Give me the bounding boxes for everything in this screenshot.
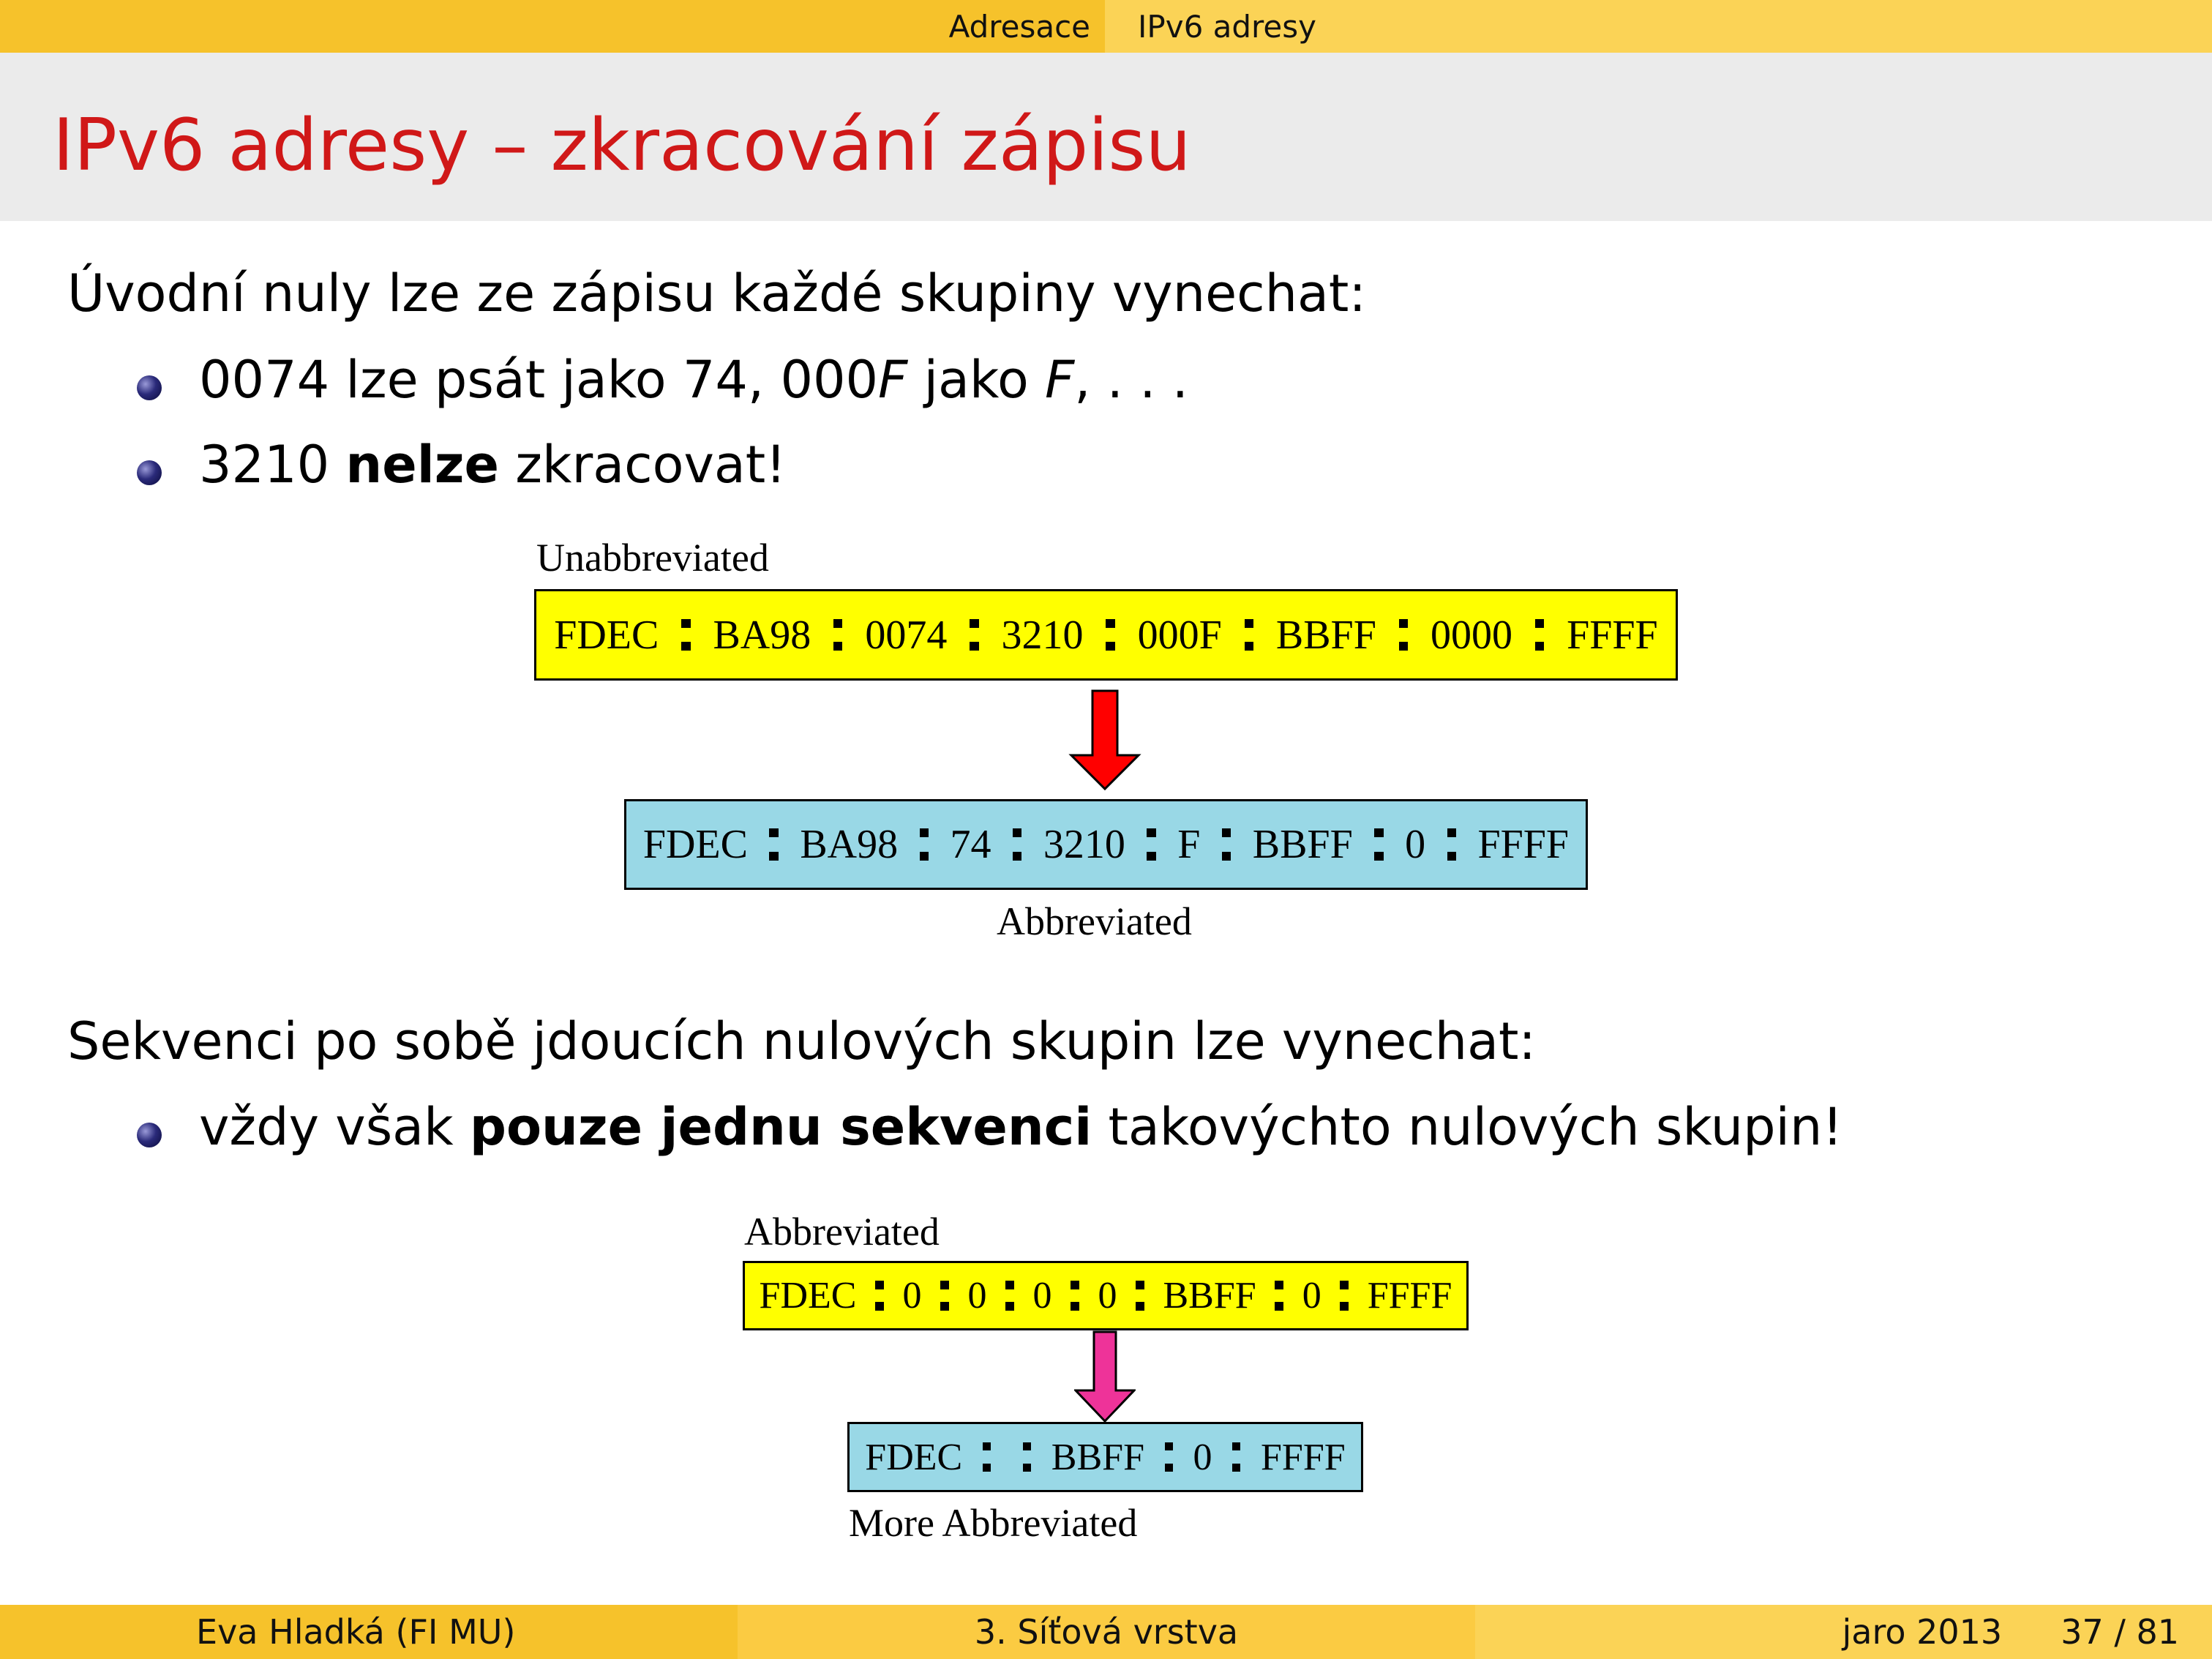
diagram1-bottom-group: 74 <box>950 822 991 867</box>
footer-page-number: 37 / 81 <box>2061 1612 2179 1652</box>
slide-title: IPv6 adresy – zkracování zápisu <box>53 104 1191 187</box>
footer-term: jaro 2013 <box>1842 1612 2003 1652</box>
diagram1-top-group: FDEC <box>554 612 659 658</box>
diagram2-top-group: BBFF <box>1163 1275 1256 1317</box>
diagram2-arrow-icon <box>1074 1330 1136 1423</box>
diagram2-top-group: FFFF <box>1367 1275 1452 1317</box>
bullet-icon <box>137 375 162 400</box>
colon-separator <box>939 1281 951 1311</box>
nav-subsection[interactable]: IPv6 adresy <box>1105 0 2212 53</box>
diagram1-top-group: 0074 <box>865 612 948 658</box>
diagram1-top-group: 3210 <box>1001 612 1084 658</box>
colon-separator <box>1221 828 1233 861</box>
diagram1-bottom-group: 3210 <box>1043 822 1125 867</box>
diagram2-more-abbreviated-box: FDEC BBFF 0 FFFF <box>847 1422 1363 1492</box>
footer-page-info: jaro 2013 37 / 81 <box>1475 1605 2212 1659</box>
diagram2-bottom-group: FFFF <box>1261 1436 1346 1478</box>
diagram1-bottom-group: BA98 <box>800 822 899 867</box>
diagram2-bottom-group: BBFF <box>1051 1436 1145 1478</box>
diagram1-bottom-group: BBFF <box>1252 822 1353 867</box>
colon-separator <box>1004 1281 1016 1311</box>
diagram2-top-group: 0 <box>1032 1275 1052 1317</box>
diagram2-top-label: Abbreviated <box>744 1210 940 1254</box>
diagram1-bottom-label: Abbreviated <box>997 899 1192 943</box>
colon-separator <box>1021 1442 1033 1472</box>
diagram1-top-group: FFFF <box>1567 612 1658 658</box>
colon-separator <box>1445 828 1458 861</box>
nav-section-label: Adresace <box>948 8 1090 45</box>
diagram2-bottom-label: More Abbreviated <box>849 1501 1138 1545</box>
nav-section[interactable]: Adresace <box>0 0 1105 53</box>
para1-intro: Úvodní nuly lze ze zápisu každé skupiny … <box>67 263 1366 323</box>
bullet-icon <box>137 1123 162 1147</box>
diagram1-top-label: Unabbreviated <box>536 536 769 580</box>
diagram2-bottom-group: 0 <box>1193 1436 1212 1478</box>
diagram1-top-group: 000F <box>1137 612 1222 658</box>
diagram1-top-group: BA98 <box>713 612 811 658</box>
diagram1-bottom-group: FDEC <box>642 822 748 867</box>
colon-separator <box>918 828 930 861</box>
colon-separator <box>1011 828 1024 861</box>
diagram1-abbreviated-box: FDEC BA98 74 3210 F BBFF 0 FFFF <box>624 799 1588 890</box>
colon-separator <box>1134 1281 1146 1311</box>
footer-bar: Eva Hladká (FI MU) 3. Síťová vrstva jaro… <box>0 1605 2212 1659</box>
diagram2-abbreviated-box: FDEC 0 0 0 0 BBFF 0 FFFF <box>743 1261 1469 1330</box>
bullet-icon <box>137 460 162 485</box>
para1-bullet2: 3210 nelze zkracovat! <box>199 435 787 495</box>
diagram2-bottom-group: FDEC <box>865 1436 963 1478</box>
colon-separator <box>968 619 981 651</box>
diagram2-arrow-shape <box>1074 1330 1136 1423</box>
colon-separator <box>832 619 844 651</box>
title-band: IPv6 adresy – zkracování zápisu <box>0 53 2212 221</box>
footer-author: Eva Hladká (FI MU) <box>0 1605 738 1659</box>
diagram2-top-group: 0 <box>967 1275 987 1317</box>
colon-separator <box>1398 619 1410 651</box>
diagram1-arrow-shape <box>1068 689 1141 791</box>
nav-subsection-label: IPv6 adresy <box>1138 8 1316 45</box>
diagram1-unabbreviated-box: FDEC BA98 0074 3210 000F BBFF 0000 FFFF <box>534 589 1678 681</box>
diagram1-arrow-icon <box>1068 689 1141 791</box>
colon-separator <box>768 828 780 861</box>
diagram2-top-group: FDEC <box>759 1275 857 1317</box>
colon-separator <box>1373 828 1385 861</box>
colon-separator <box>1069 1281 1081 1311</box>
colon-separator <box>1104 619 1117 651</box>
diagram2-top-group: 0 <box>1302 1275 1321 1317</box>
diagram1-top-group: BBFF <box>1275 612 1376 658</box>
colon-separator <box>1242 619 1255 651</box>
para2-intro: Sekvenci po sobě jdoucích nulových skupi… <box>67 1011 1536 1071</box>
colon-separator <box>1273 1281 1285 1311</box>
diagram2-top-group: 0 <box>1098 1275 1117 1317</box>
colon-separator <box>1338 1281 1350 1311</box>
diagram1-top-group: 0000 <box>1430 612 1512 658</box>
colon-separator <box>1163 1442 1174 1472</box>
colon-separator <box>1534 619 1546 651</box>
diagram1-bottom-group: F <box>1177 822 1201 867</box>
para1-bullet1: 0074 lze psát jako 74, 000F jako F, . . … <box>199 350 1189 410</box>
colon-separator <box>874 1281 885 1311</box>
diagram1-bottom-group: 0 <box>1405 822 1426 867</box>
colon-separator <box>680 619 692 651</box>
footer-chapter: 3. Síťová vrstva <box>738 1605 1475 1659</box>
colon-separator <box>1145 828 1158 861</box>
top-nav-bar: Adresace IPv6 adresy <box>0 0 2212 53</box>
colon-separator <box>981 1442 993 1472</box>
diagram1-bottom-group: FFFF <box>1477 822 1570 867</box>
diagram2-top-group: 0 <box>902 1275 922 1317</box>
colon-separator <box>1231 1442 1242 1472</box>
para2-bullet1: vždy však pouze jednu sekvenci takovýcht… <box>199 1097 1843 1157</box>
